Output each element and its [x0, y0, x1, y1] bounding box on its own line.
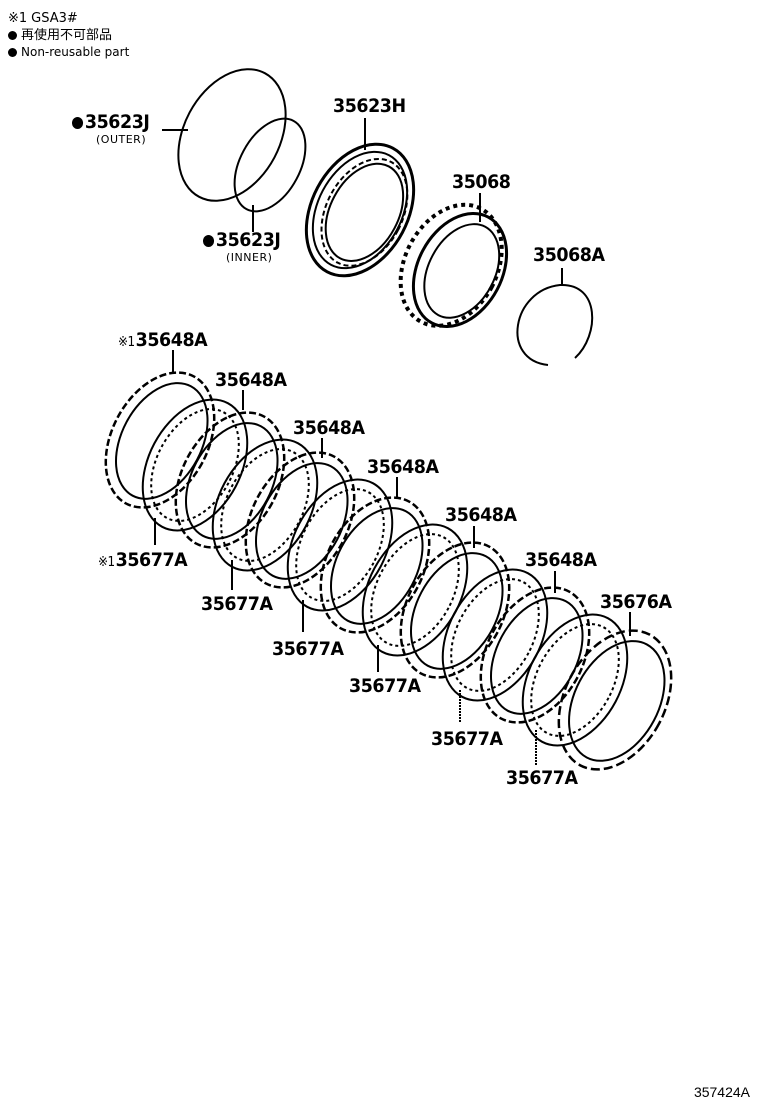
label-35068A[interactable]: 35068A	[533, 244, 605, 266]
non-reusable-bullet-icon	[203, 235, 215, 247]
part-35068A	[516, 283, 594, 366]
legend: ※1 GSA3# 再使用不可部品 Non-reusable part	[8, 10, 129, 61]
bullet-jp-text: 再使用不可部品	[21, 28, 113, 43]
bullet-en-text: Non-reusable part	[21, 45, 130, 59]
label-35648A-2[interactable]: 35648A	[215, 369, 287, 391]
label-35677A-5[interactable]: 35677A	[431, 728, 503, 750]
label-inner-sub: (INNER)	[226, 251, 273, 264]
label-35677A-2[interactable]: 35677A	[201, 593, 273, 615]
label-35677A-6[interactable]: 35677A	[506, 767, 578, 789]
non-reusable-bullet-icon	[72, 117, 84, 129]
note-mark: ※1	[8, 11, 28, 26]
part-35623H	[304, 142, 416, 278]
part-35623J-inner	[233, 117, 307, 213]
label-35648A-3[interactable]: 35648A	[293, 417, 365, 439]
legend-note: ※1 GSA3#	[8, 10, 129, 27]
label-35623H[interactable]: 35623H	[333, 95, 406, 117]
part-35623J-outer	[177, 68, 287, 202]
label-35677A-1[interactable]: ※135677A	[98, 549, 188, 571]
note-text: GSA3#	[31, 11, 78, 26]
legend-bullet-jp: 再使用不可部品	[8, 27, 129, 44]
label-35623J-inner[interactable]: 35623J	[203, 230, 281, 250]
label-35648A-6[interactable]: 35648A	[525, 549, 597, 571]
label-outer-sub: (OUTER)	[96, 133, 147, 146]
part-35068	[398, 202, 509, 329]
label-35676A[interactable]: 35676A	[600, 591, 672, 613]
figure-number: 357424A	[693, 1084, 750, 1100]
label-35068[interactable]: 35068	[452, 171, 511, 193]
label-35677A-3[interactable]: 35677A	[272, 638, 344, 660]
bullet-icon	[8, 48, 17, 57]
label-35648A-1[interactable]: ※135648A	[118, 329, 208, 351]
label-35623J-outer[interactable]: 35623J	[72, 112, 150, 132]
label-35648A-5[interactable]: 35648A	[445, 504, 517, 526]
clutch-pack	[104, 371, 673, 771]
label-35677A-4[interactable]: 35677A	[349, 675, 421, 697]
bullet-icon	[8, 31, 17, 40]
label-35648A-4[interactable]: 35648A	[367, 456, 439, 478]
legend-bullet-en: Non-reusable part	[8, 44, 129, 61]
